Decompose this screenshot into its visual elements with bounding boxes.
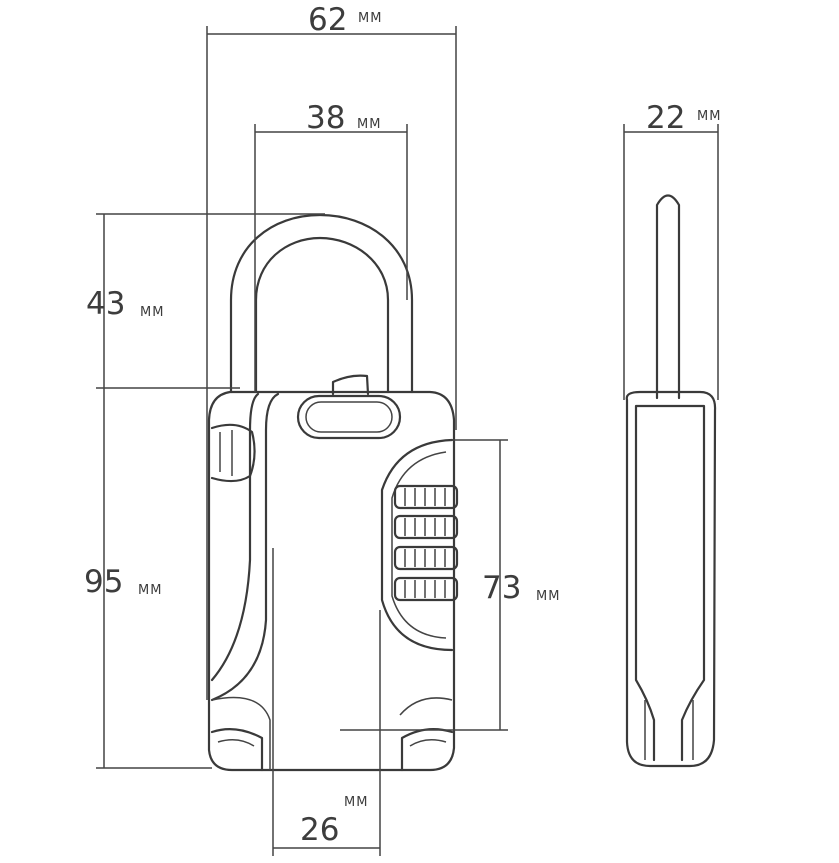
shackle-inner [254,236,390,394]
combination-dials [393,484,459,602]
base-width-unit: MM [344,795,368,810]
base-width-value: 26 [300,812,339,848]
dial-recess [380,438,454,652]
body-height-value: 95 [84,564,123,600]
foot-left [210,727,264,772]
depth-unit: MM [697,109,721,124]
side-body [625,390,717,768]
front-view [207,213,459,772]
lock-body [207,390,456,772]
shackle-height-value: 43 [86,286,125,322]
depth-value: 22 [646,100,685,136]
side-shackle [655,194,681,400]
dial-area-height-value: 73 [482,570,521,606]
front-panel-edge [210,392,280,702]
shackle-height-unit: MM [140,305,164,320]
dimension-lines [96,26,719,856]
side-view [625,194,717,768]
overall-width-unit: MM [358,11,382,26]
shackle [229,213,414,394]
foot-right [400,727,454,772]
shackle-width-unit: MM [357,117,381,132]
dimension-labels: 62 MM 38 MM 22 MM 43 MM 95 MM 73 MM 26 M… [84,2,721,848]
body-height-unit: MM [138,583,162,598]
release-button [331,374,370,396]
dial [393,545,459,571]
side-knob [210,423,256,483]
shackle-width-value: 38 [306,100,345,136]
window-slot [296,394,402,440]
dial [393,576,459,602]
dial-area-height-unit: MM [536,589,560,604]
overall-width-value: 62 [308,2,347,38]
dial [393,514,459,540]
dial [393,484,459,510]
